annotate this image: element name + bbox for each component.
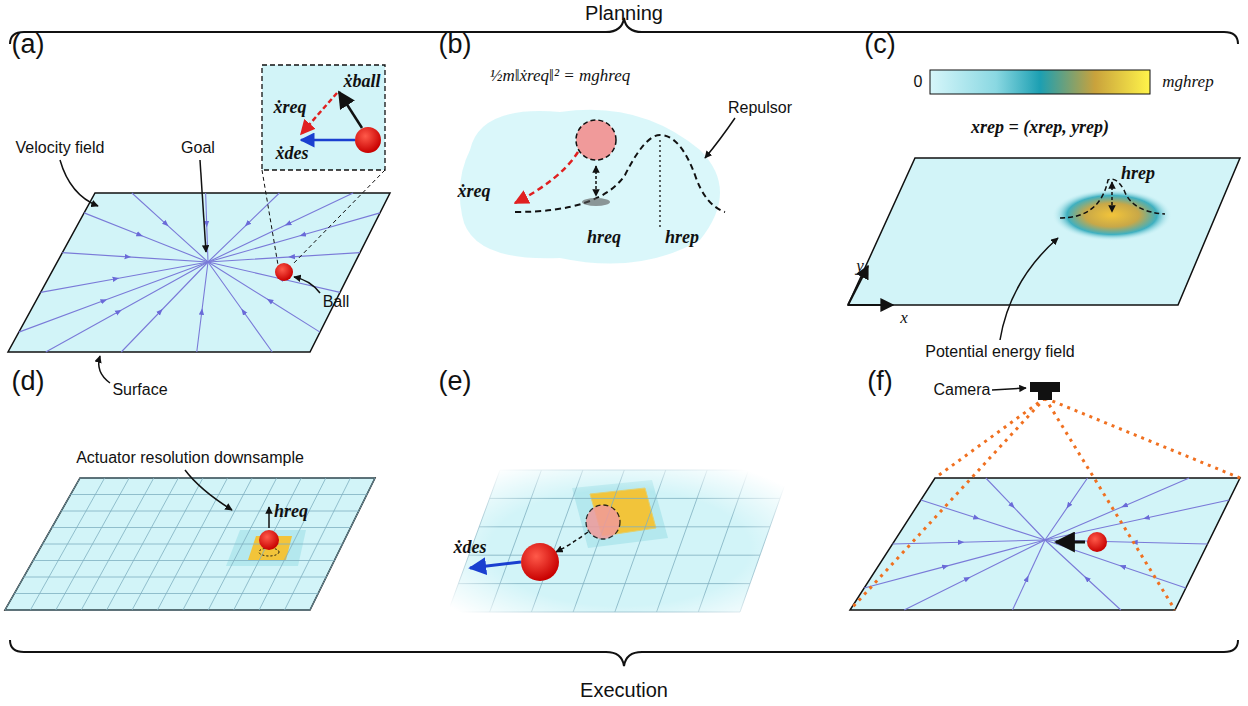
panel-letter: (d): [12, 367, 45, 397]
scale-label: mghrep: [1162, 73, 1213, 92]
grid-line: [80, 478, 375, 479]
grid-line: [33, 560, 334, 561]
velocity-arrow: [197, 262, 208, 352]
velocity-arrow: [1045, 540, 1186, 588]
velocity-arrow: [1013, 540, 1046, 610]
callout-label: Potential energy field: [925, 343, 1074, 361]
callout-label: Repulsor: [728, 99, 792, 117]
velocity-arrow: [208, 262, 272, 352]
height-label: hreq: [274, 502, 308, 522]
height-label: hrep: [665, 228, 699, 248]
velocity-arrow: [46, 262, 208, 352]
grid-line: [71, 494, 367, 495]
vector-label: ẋreq: [458, 182, 491, 202]
velocity-arrow: [208, 213, 380, 262]
panel-letter: (b): [439, 30, 472, 60]
bracket-label: Planning: [585, 2, 663, 24]
velocity-arrow: [904, 540, 1045, 610]
callout-label: Camera: [934, 381, 991, 399]
velocity-arrow: [41, 262, 208, 292]
velocity-arrow: [1045, 540, 1121, 610]
velocity-arrow: [208, 262, 320, 332]
grid-line: [61, 511, 359, 512]
velocity-arrow: [208, 262, 340, 292]
grid-line: [5, 610, 310, 611]
grid-line: [14, 593, 318, 594]
callout-label: Surface: [112, 381, 167, 399]
velocity-arrow: [1045, 540, 1208, 544]
vector-label: ẋdes: [276, 144, 309, 164]
velocity-arrow: [208, 253, 360, 262]
velocity-arrow: [19, 262, 208, 332]
height-label: hrep: [1121, 164, 1155, 184]
velocity-arrow: [84, 213, 208, 262]
callout-label: Velocity field: [16, 139, 105, 157]
callout-label: Ball: [323, 293, 350, 311]
velocity-arrow: [1045, 500, 1229, 540]
velocity-arrow: [208, 193, 353, 262]
equation: ½m‖ẋreq‖² = mghreq: [490, 67, 631, 86]
grid-line: [43, 544, 343, 545]
axis-label: x: [900, 309, 908, 328]
vector-label: ẋreq: [274, 98, 307, 118]
position-label: xrep = (xrep, yrep): [971, 118, 1109, 138]
callout-label: Goal: [181, 139, 215, 157]
panel-letter: (a): [12, 30, 45, 60]
velocity-arrow: [1045, 478, 1189, 540]
velocity-arrow: [132, 193, 208, 262]
panel-letter: (e): [439, 367, 472, 397]
callout-label: Actuator resolution downsample: [76, 449, 304, 467]
grid-line: [24, 577, 327, 578]
vector-label: ẋball: [343, 72, 380, 92]
bracket-label: Execution: [580, 679, 668, 701]
velocity-arrow: [62, 253, 208, 262]
height-label: hreq: [587, 228, 621, 248]
grid-line: [52, 527, 351, 528]
scale-label: 0: [914, 73, 923, 91]
panel-letter: (c): [864, 30, 895, 60]
panel-letter: (f): [867, 367, 892, 397]
axis-label: y: [856, 257, 864, 276]
vector-label: ẋdes: [454, 538, 487, 558]
velocity-arrow: [921, 500, 1045, 540]
